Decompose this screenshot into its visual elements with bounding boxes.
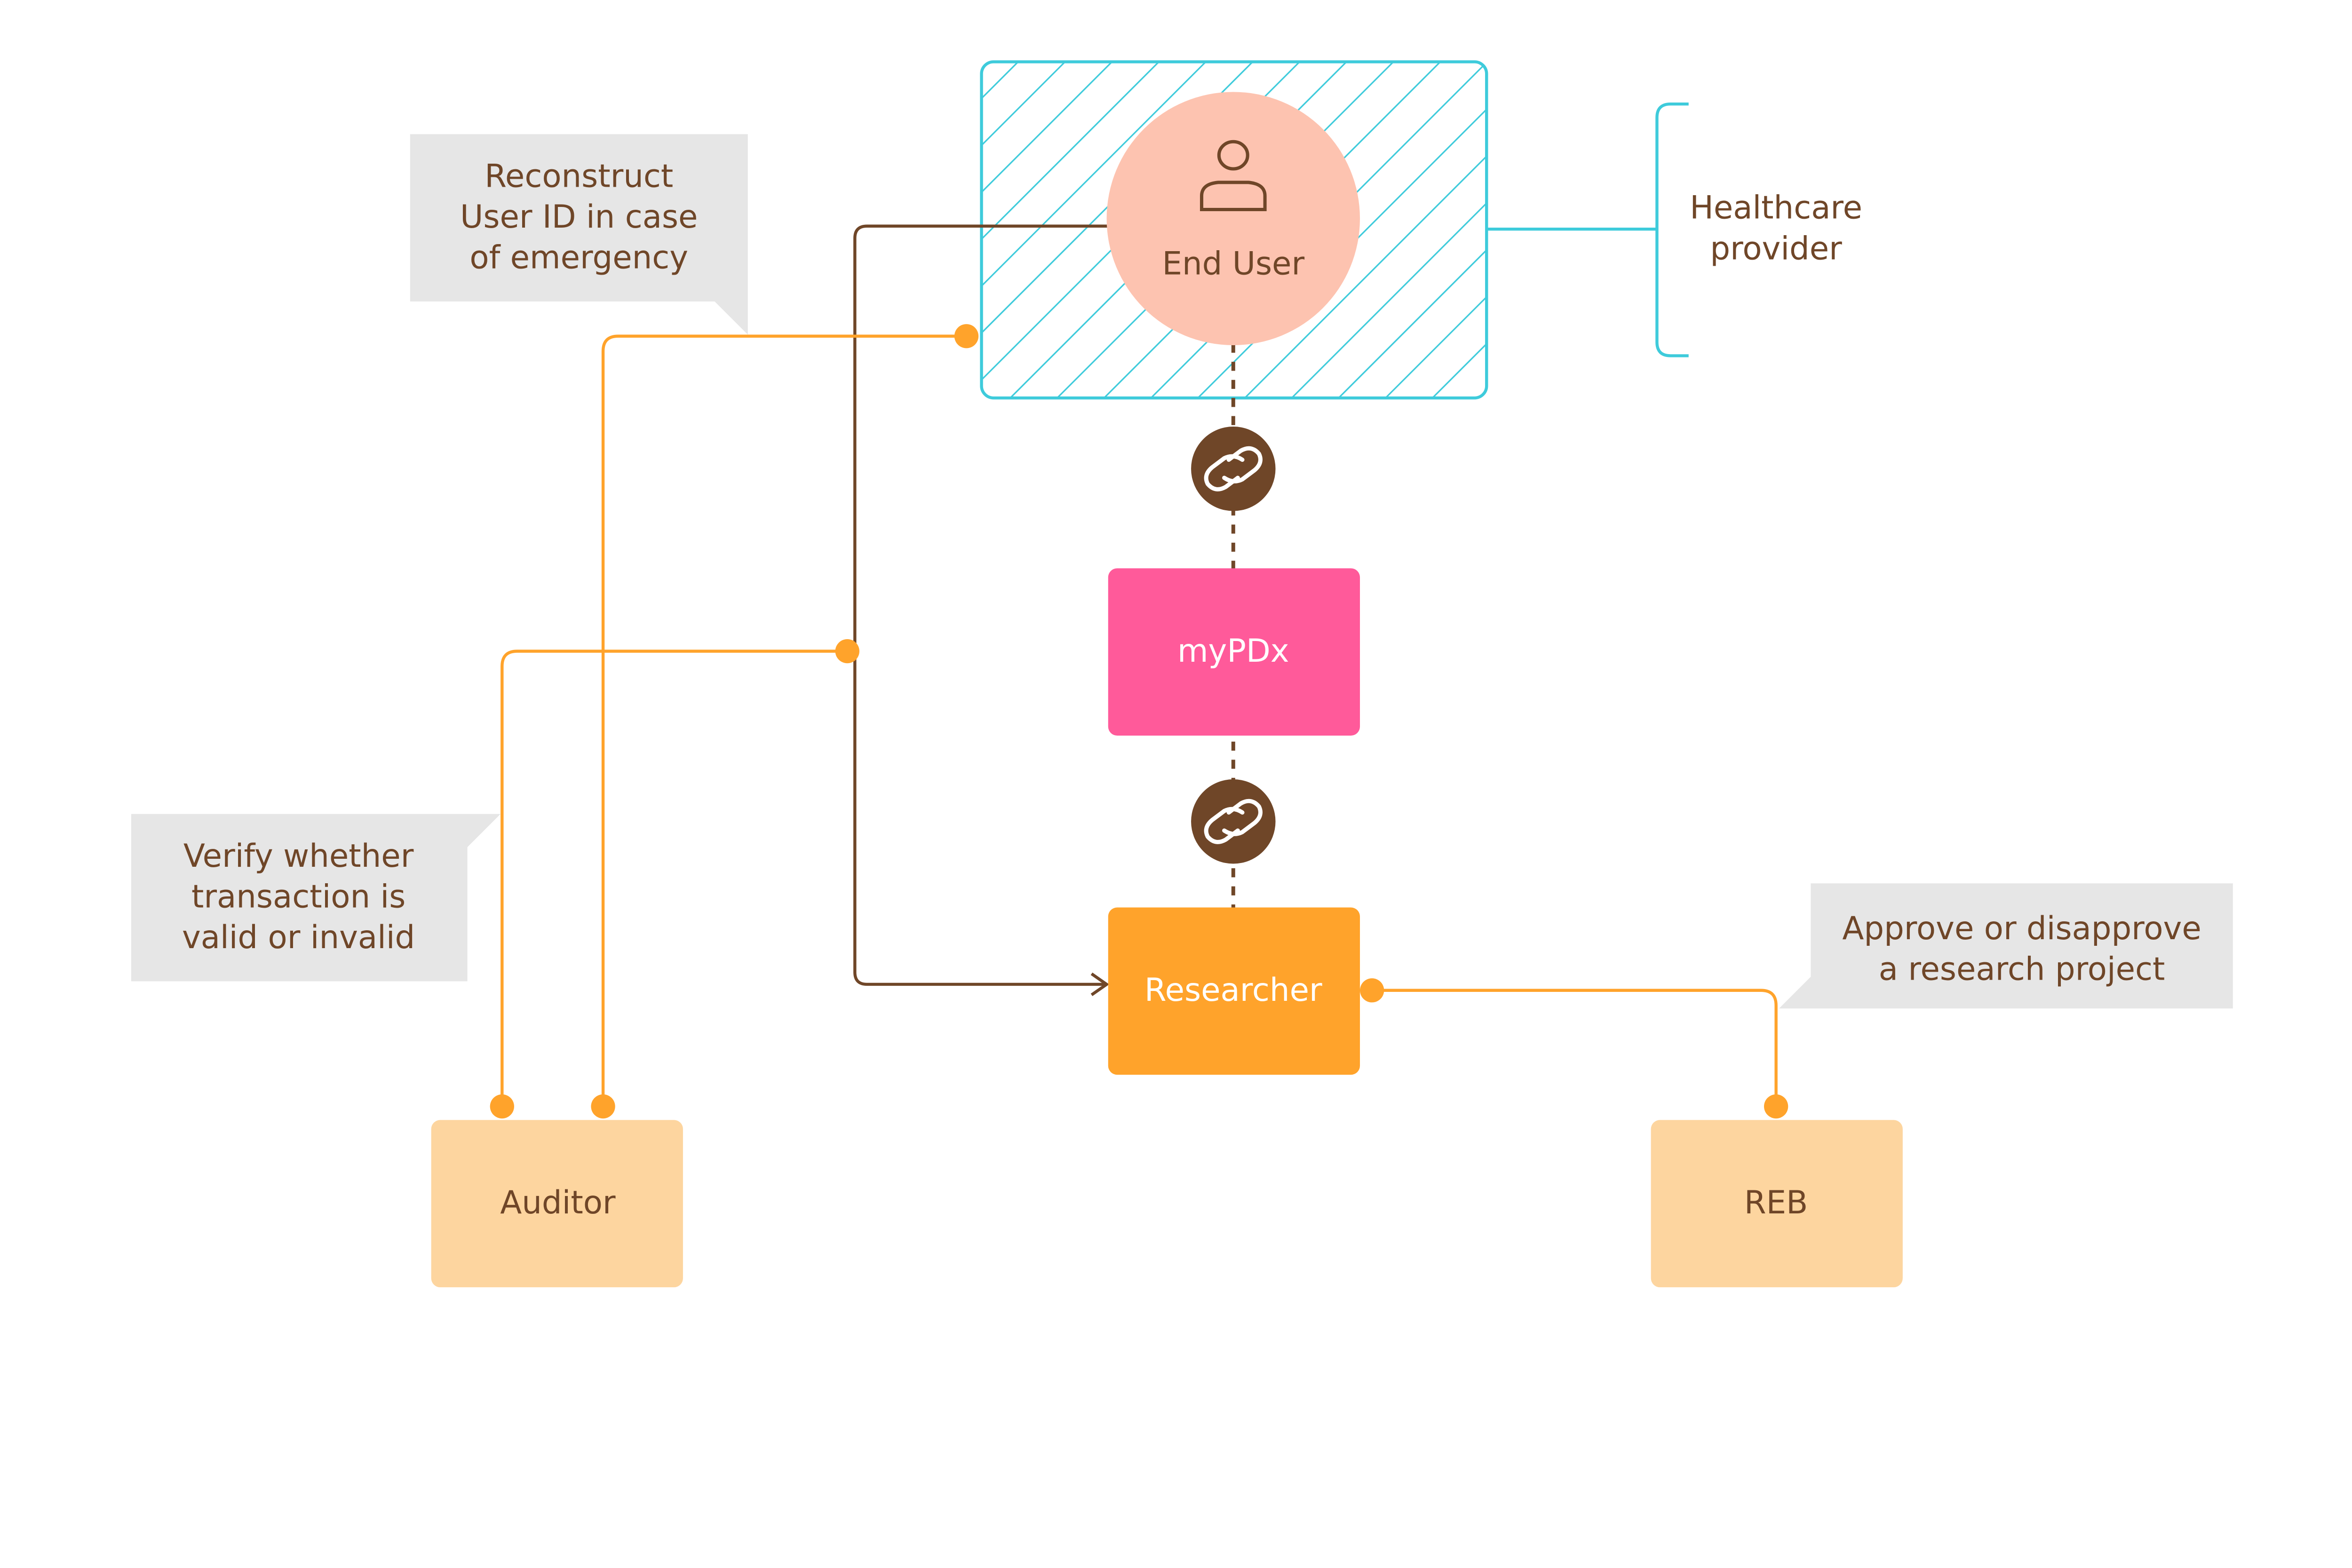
auditor-label: Auditor	[500, 1184, 616, 1221]
mypdx-label: myPDx	[1177, 633, 1289, 669]
arrowhead-icon	[1090, 972, 1110, 997]
end-user-label: End User	[1162, 245, 1304, 282]
user-icon	[1200, 140, 1267, 212]
callout-text: Verify whether	[183, 838, 414, 874]
end-user-node[interactable]: End User	[1106, 92, 1360, 345]
auditor-reconstruct-line	[601, 334, 967, 1107]
reb-label: REB	[1744, 1184, 1808, 1221]
researcher-node[interactable]: Researcher	[1108, 907, 1360, 1075]
auditor-node[interactable]: Auditor	[431, 1120, 683, 1288]
access-arrow-line	[853, 224, 1108, 986]
callout-text: Approve or disapprove	[1842, 910, 2201, 947]
callout-text: transaction is	[191, 878, 405, 915]
connector-dots	[490, 324, 1788, 1119]
callout-approve: Approve or disapprove a research project	[1779, 883, 2233, 1009]
reb-approve-line	[1372, 989, 1778, 1107]
callout-text: valid or invalid	[182, 919, 415, 956]
healthcare-provider-label-2: provider	[1710, 230, 1842, 267]
auditor-verify-line	[501, 649, 848, 1107]
callout-reconstruct: Reconstruct User ID in case of emergency	[410, 134, 748, 335]
callout-verify: Verify whether transaction is valid or i…	[131, 814, 501, 982]
callout-text: User ID in case	[460, 198, 698, 235]
link-icon	[1191, 427, 1275, 511]
link-icon	[1191, 779, 1275, 863]
reb-node[interactable]: REB	[1651, 1120, 1903, 1288]
callout-text: Reconstruct	[485, 158, 673, 194]
healthcare-provider-label-1: Healthcare	[1690, 190, 1862, 226]
diagram: Healthcare provider End User myPDx Resea…	[131, 60, 2233, 1288]
healthcare-provider-bracket	[1486, 102, 1689, 357]
callout-text: a research project	[1879, 950, 2165, 987]
researcher-label: Researcher	[1144, 972, 1322, 1008]
callout-text: of emergency	[469, 239, 688, 276]
mypdx-node[interactable]: myPDx	[1108, 568, 1360, 736]
